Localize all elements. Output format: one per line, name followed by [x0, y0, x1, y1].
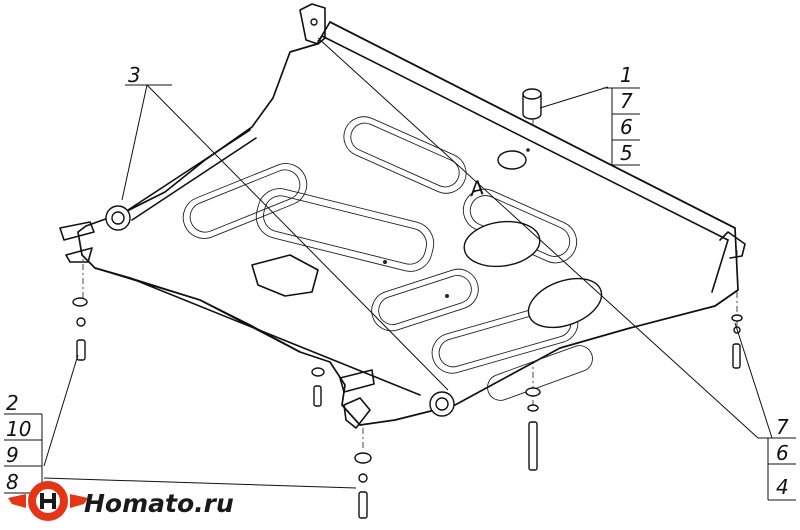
callout-box-bottom-left: 2 10 9 8: [4, 391, 43, 494]
plate-outline: [77, 21, 739, 426]
right-tab: [719, 231, 746, 259]
logo-wing-left: [8, 494, 26, 508]
small-hole-1: [383, 260, 387, 264]
logo-text: Homato.ru: [84, 489, 234, 518]
callout-5: 5: [620, 141, 633, 165]
callout-6: 6: [620, 115, 633, 139]
top-tab-hole: [310, 18, 318, 26]
rib-6: [255, 188, 435, 272]
small-flap: [251, 254, 319, 297]
callout-3: 3: [128, 63, 141, 87]
fastener-stack-center: [311, 367, 325, 407]
callout-7b: 7: [776, 415, 789, 439]
homato-logo: Homato.ru: [8, 481, 234, 521]
rib-1: [343, 116, 467, 194]
skid-plate: A: [59, 3, 746, 429]
front-lip: [94, 267, 421, 396]
top-tab-left: [299, 3, 326, 45]
mount-hole-bottom: [429, 391, 455, 417]
callout-box-bottom-right: 7 6 4: [758, 415, 796, 501]
logo-wing-right: [70, 494, 88, 508]
small-hole-3: [526, 148, 530, 152]
rib-2: [182, 163, 308, 239]
callout-6b: 6: [776, 441, 789, 465]
rib-4: [371, 268, 479, 332]
callout-4: 4: [776, 475, 789, 499]
right-flange: [711, 239, 739, 307]
fastener-stack-right: [731, 314, 743, 369]
rib-6-inner: [263, 195, 427, 265]
callout-8: 8: [6, 470, 19, 494]
small-hole-2: [445, 294, 449, 298]
callout-2: 2: [6, 391, 19, 415]
left-tab: [59, 221, 95, 263]
service-hatch-1: [463, 220, 541, 268]
callout-7: 7: [620, 89, 633, 113]
part-mark: A: [466, 175, 486, 201]
drain-opening: [497, 150, 527, 170]
callout-box-top-left: 3: [125, 63, 172, 87]
callout-10: 10: [6, 417, 31, 441]
left-flange: [124, 129, 257, 221]
service-hatch-2: [527, 277, 603, 329]
leader-lines: [43, 37, 773, 489]
fastener-stack-left: [72, 297, 88, 361]
rib-7: [487, 345, 593, 401]
rib-4-inner: [378, 275, 472, 325]
rib-1-inner: [350, 122, 460, 188]
fastener-stack-front: [525, 387, 541, 471]
rib-2-inner: [189, 169, 301, 233]
bottom-tab: [339, 369, 375, 429]
tube-spacer: [522, 88, 542, 120]
callout-1: 1: [620, 63, 633, 87]
callout-9: 9: [6, 443, 19, 467]
fastener-stack-bottom: [354, 452, 372, 519]
callout-box-top-right: 1 7 6 5: [603, 63, 640, 166]
mount-hole-left: [105, 205, 131, 231]
